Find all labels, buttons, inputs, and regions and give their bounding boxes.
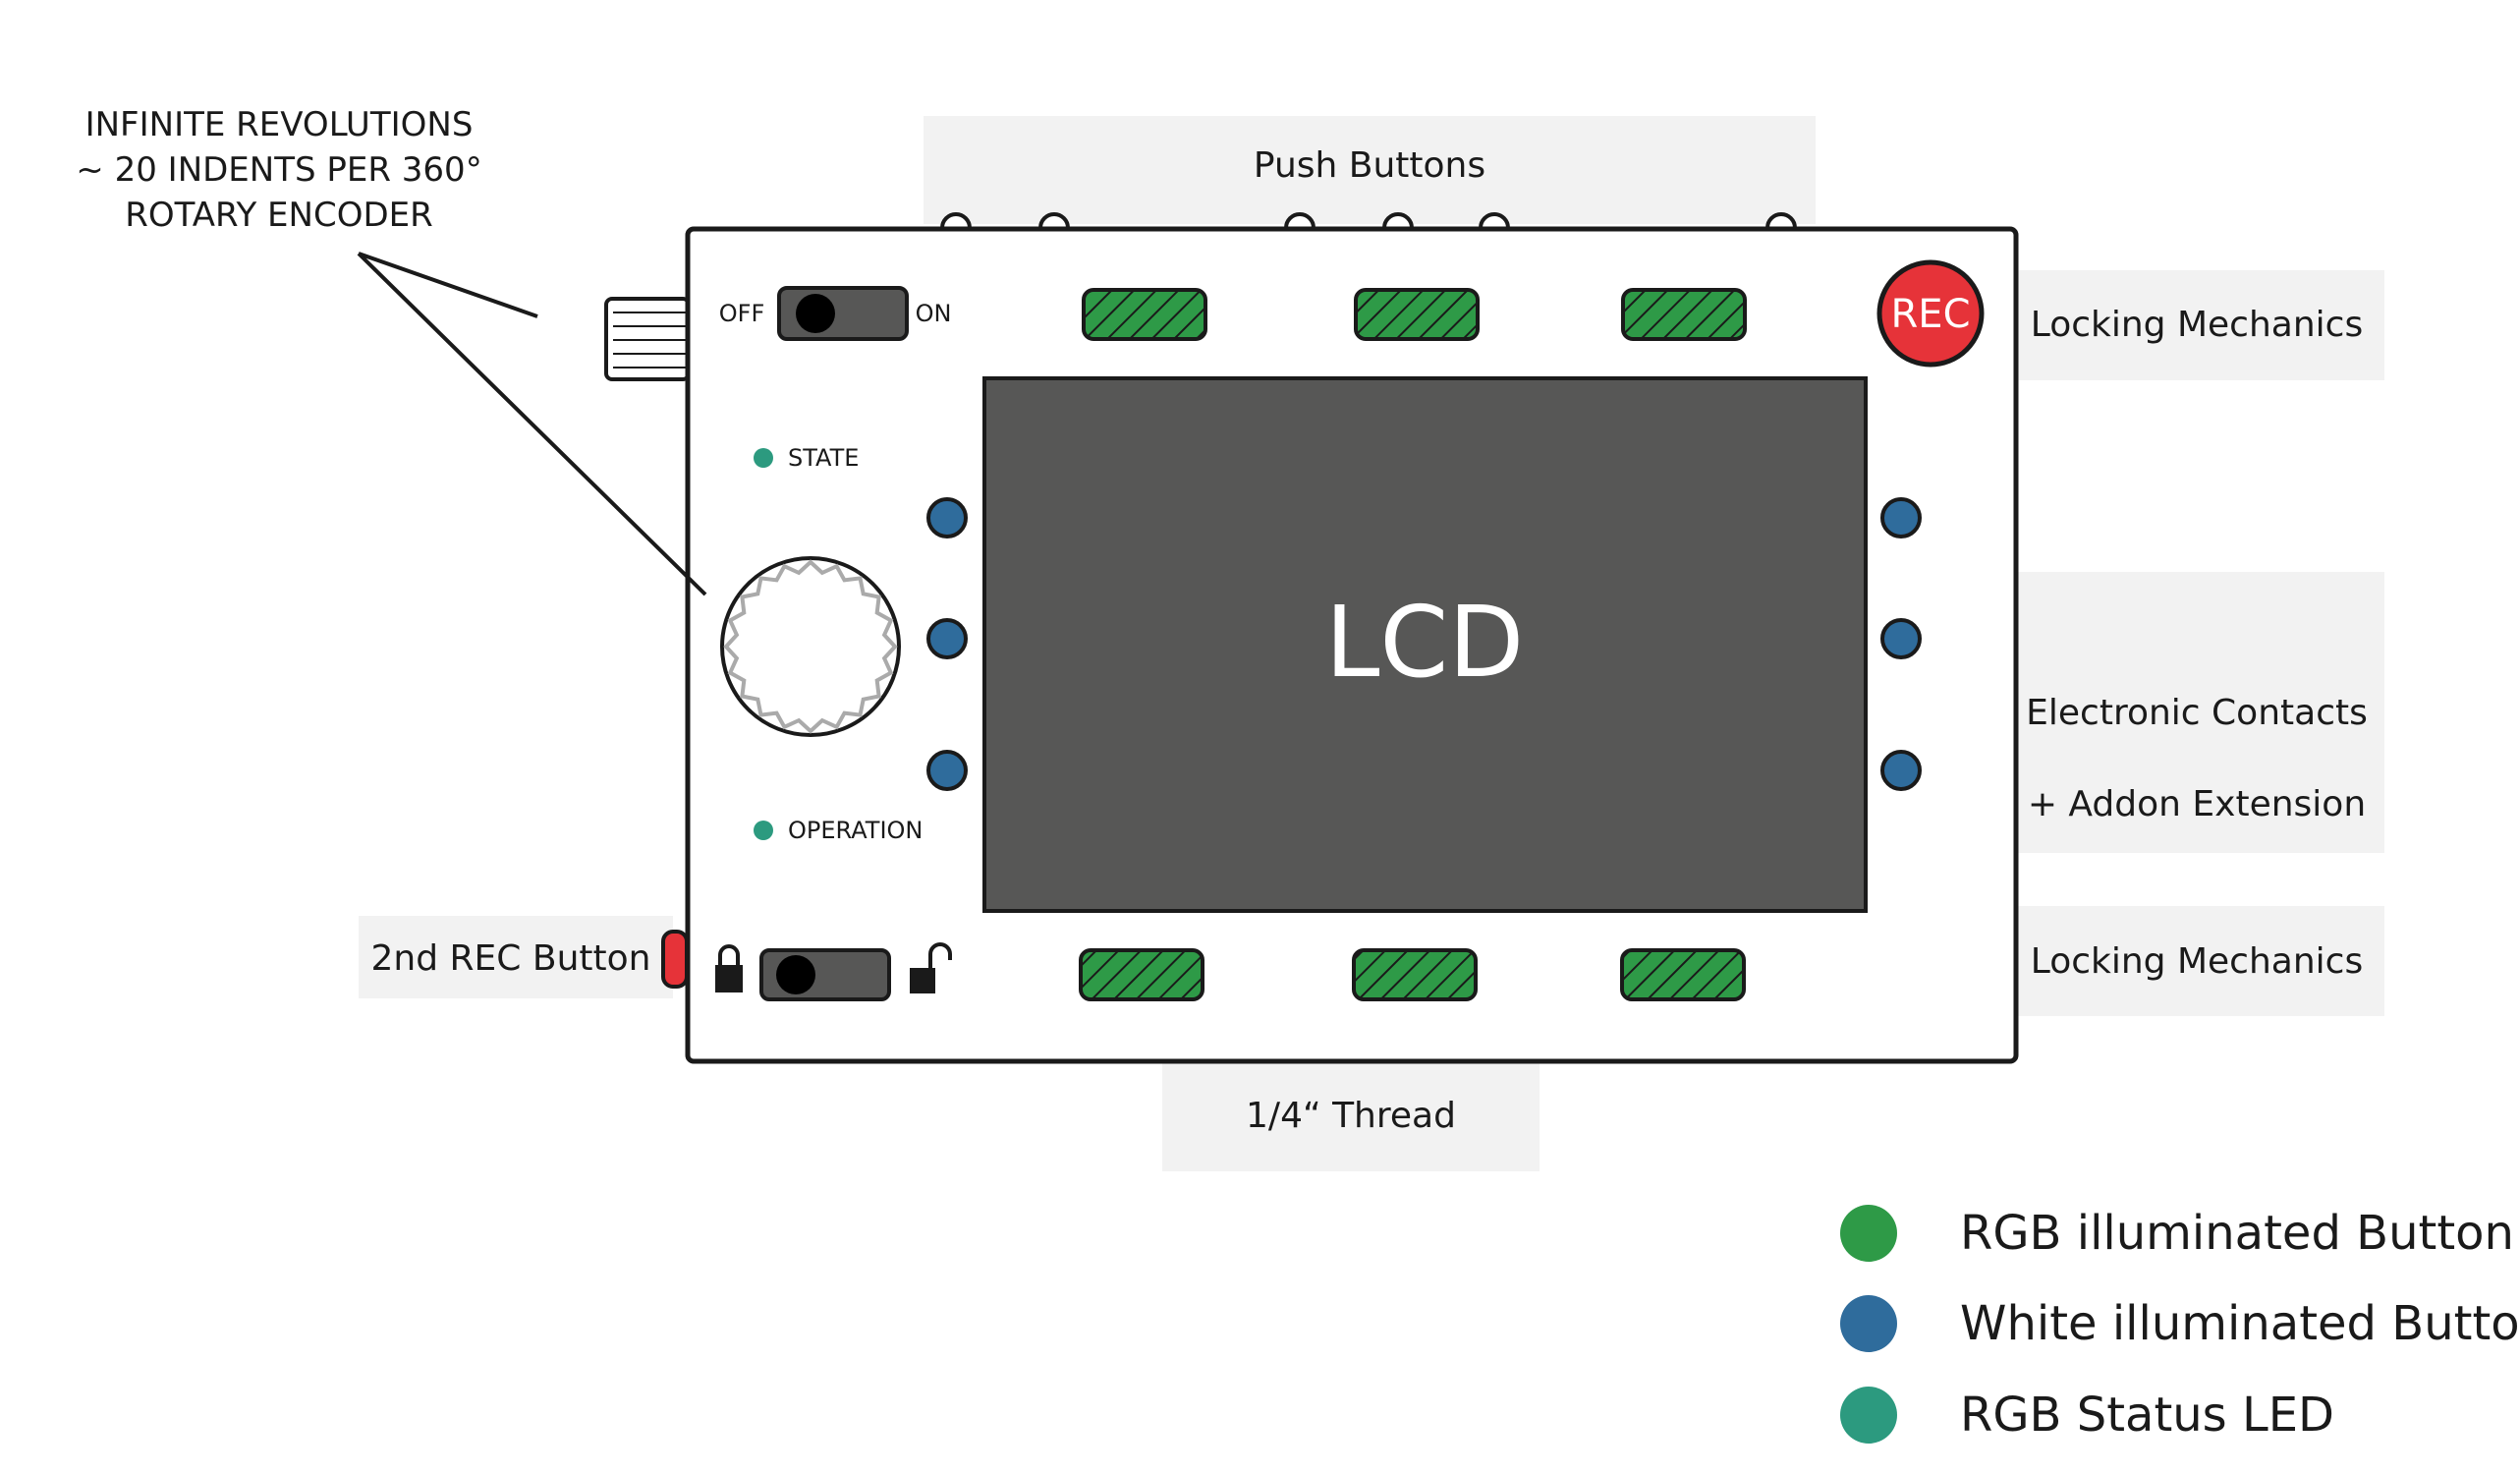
legend-white-button-swatch <box>1840 1295 1897 1352</box>
locking-bottom-panel <box>2009 906 2384 1016</box>
lcd-screen <box>982 376 1868 913</box>
rgb-button-bottom-3[interactable] <box>1620 948 1746 1001</box>
encoder-leader-to-knob <box>358 252 538 318</box>
switch-off-label: OFF <box>719 300 765 327</box>
encoder-leader-to-dial <box>357 252 707 596</box>
push-buttons-panel <box>924 116 1816 224</box>
encoder-callout-line1: INFINITE REVOLUTIONS <box>85 105 474 144</box>
white-button-right-2[interactable] <box>1880 618 1922 659</box>
locking-bottom-label: Locking Mechanics <box>2031 941 2363 982</box>
rotary-encoder-teeth <box>723 559 898 734</box>
legend-status-led-label: RGB Status LED <box>1960 1388 2334 1443</box>
white-button-right-1[interactable] <box>1880 497 1922 539</box>
switch-on-label: ON <box>916 300 952 327</box>
white-button-left-2[interactable] <box>926 618 968 659</box>
state-label: STATE <box>788 444 859 472</box>
contacts-label-line1: Electronic Contacts <box>2026 693 2368 733</box>
operation-led <box>754 821 773 840</box>
rgb-button-bottom-1[interactable] <box>1079 948 1204 1001</box>
white-button-left-1[interactable] <box>926 497 968 539</box>
legend-status-led-swatch <box>1840 1387 1897 1444</box>
operation-label: OPERATION <box>788 817 923 844</box>
side-knob <box>604 297 691 381</box>
legend-white-button-label: White illuminated Button <box>1960 1296 2520 1351</box>
rec-label: REC <box>1891 292 1971 337</box>
white-button-left-3[interactable] <box>926 750 968 791</box>
contacts-label-line2: + Addon Extension <box>2028 784 2366 824</box>
lcd-label: LCD <box>1325 585 1525 700</box>
encoder-callout-line3: ROTARY ENCODER <box>125 196 433 235</box>
rec-button[interactable] <box>1876 259 1985 368</box>
rec2-side-button[interactable] <box>661 930 689 989</box>
thread-label: 1/4“ Thread <box>1246 1096 1456 1136</box>
locking-top-panel <box>2009 270 2384 380</box>
lock-switch-knob <box>776 955 815 994</box>
contacts-panel <box>2009 572 2384 853</box>
thread-panel <box>1162 1061 1540 1171</box>
rgb-button-top-1[interactable] <box>1082 288 1207 341</box>
legend: RGB illuminated Button White illuminated… <box>1840 1205 2520 1444</box>
lock-open-icon <box>910 942 952 993</box>
rotary-encoder-dial[interactable] <box>720 556 901 737</box>
rec2-label: 2nd REC Button <box>371 938 651 979</box>
rgb-button-top-2[interactable] <box>1354 288 1480 341</box>
legend-rgb-button-label: RGB illuminated Button <box>1960 1206 2514 1261</box>
rgb-button-top-3[interactable] <box>1621 288 1747 341</box>
lock-closed-icon <box>715 944 743 992</box>
power-switch-knob <box>796 294 835 333</box>
white-button-right-3[interactable] <box>1880 750 1922 791</box>
encoder-callout-line2: ~ 20 INDENTS PER 360° <box>76 150 481 190</box>
state-led <box>754 448 773 468</box>
rgb-button-bottom-2[interactable] <box>1352 948 1478 1001</box>
legend-rgb-button-swatch <box>1840 1205 1897 1262</box>
locking-top-label: Locking Mechanics <box>2031 305 2363 345</box>
rec2-panel <box>359 916 673 998</box>
push-buttons-label: Push Buttons <box>1254 145 1485 186</box>
